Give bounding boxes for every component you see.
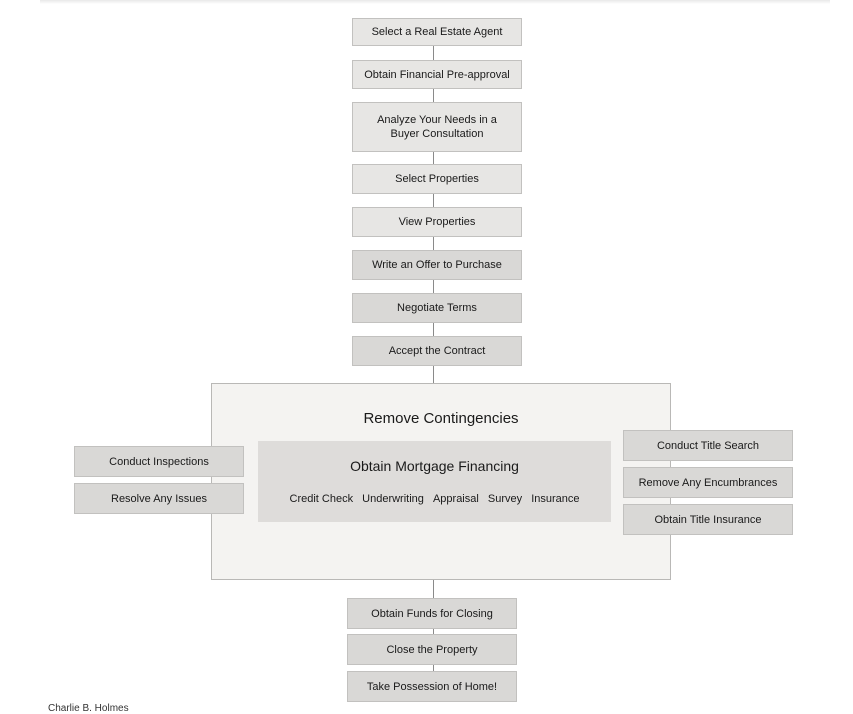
step-remove-encumbrances: Remove Any Encumbrances — [623, 467, 793, 498]
step-buyer-consultation: Analyze Your Needs in a Buyer Consultati… — [352, 102, 522, 152]
connector-line — [433, 194, 434, 207]
step-obtain-funds: Obtain Funds for Closing — [347, 598, 517, 629]
financing-item: Insurance — [531, 493, 580, 505]
financing-item: Underwriting — [362, 493, 424, 505]
top-divider — [40, 0, 830, 4]
connector-line — [433, 237, 434, 250]
contingencies-panel: Remove Contingencies Obtain Mortgage Fin… — [211, 383, 671, 580]
connector-line — [433, 152, 434, 164]
mortgage-financing-title: Obtain Mortgage Financing — [350, 458, 519, 474]
financing-item: Appraisal — [432, 493, 479, 505]
step-view-properties: View Properties — [352, 207, 522, 237]
step-select-agent: Select a Real Estate Agent — [352, 18, 522, 46]
step-select-properties: Select Properties — [352, 164, 522, 194]
connector-line — [433, 366, 434, 383]
connector-line — [433, 580, 434, 598]
step-conduct-inspections: Conduct Inspections — [74, 446, 244, 477]
step-title-search: Conduct Title Search — [623, 430, 793, 461]
financing-item: Survey — [487, 493, 523, 505]
mortgage-financing-box: Obtain Mortgage Financing Credit Check U… — [258, 441, 611, 522]
connector-line — [433, 323, 434, 336]
connector-line — [433, 629, 434, 634]
step-write-offer: Write an Offer to Purchase — [352, 250, 522, 280]
step-negotiate-terms: Negotiate Terms — [352, 293, 522, 323]
step-accept-contract: Accept the Contract — [352, 336, 522, 366]
contingencies-title: Remove Contingencies — [363, 410, 519, 427]
step-close-property: Close the Property — [347, 634, 517, 665]
step-title-insurance: Obtain Title Insurance — [623, 504, 793, 535]
financing-items: Credit Check Underwriting Appraisal Surv… — [258, 493, 611, 505]
connector-line — [433, 46, 434, 60]
step-take-possession: Take Possession of Home! — [347, 671, 517, 702]
connector-line — [433, 89, 434, 102]
connector-line — [433, 280, 434, 293]
step-resolve-issues: Resolve Any Issues — [74, 483, 244, 514]
step-pre-approval: Obtain Financial Pre-approval — [352, 60, 522, 89]
connector-line — [433, 665, 434, 671]
financing-item: Credit Check — [289, 493, 354, 505]
